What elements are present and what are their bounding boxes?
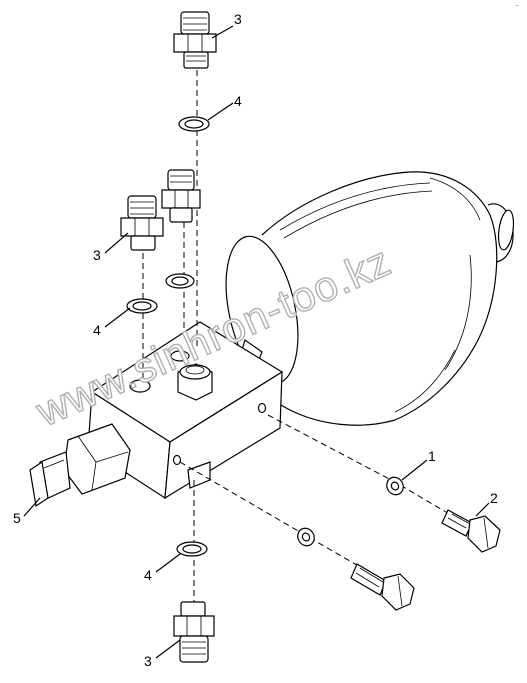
callout-washer-top: 4 [234,93,242,109]
fitting-middle [161,169,201,223]
leader-lines [23,25,490,659]
washer-top [178,116,210,132]
callout-bolt: 2 [490,490,498,506]
callout-washer-small: 1 [428,448,436,464]
callout-washer-left: 4 [93,322,101,338]
fitting-left [120,195,164,251]
callout-plug: 5 [13,510,21,526]
callout-fitting-top: 3 [234,11,242,27]
washer-middle [165,273,195,289]
washer-small-right [386,476,404,496]
valve-block [87,321,284,500]
washer-left [126,298,158,314]
fitting-bottom [173,601,215,663]
callout-fitting-bottom: 3 [144,653,152,669]
bolt-right [441,509,501,553]
bolt-left [350,563,415,611]
plug-assembly [29,423,131,508]
washer-small-left [297,527,315,547]
callout-fitting-left: 3 [93,247,101,263]
corner-mark: ~ [515,3,519,10]
callout-washer-bottom: 4 [144,567,152,583]
washer-bottom [176,541,208,557]
fitting-top [173,11,217,69]
